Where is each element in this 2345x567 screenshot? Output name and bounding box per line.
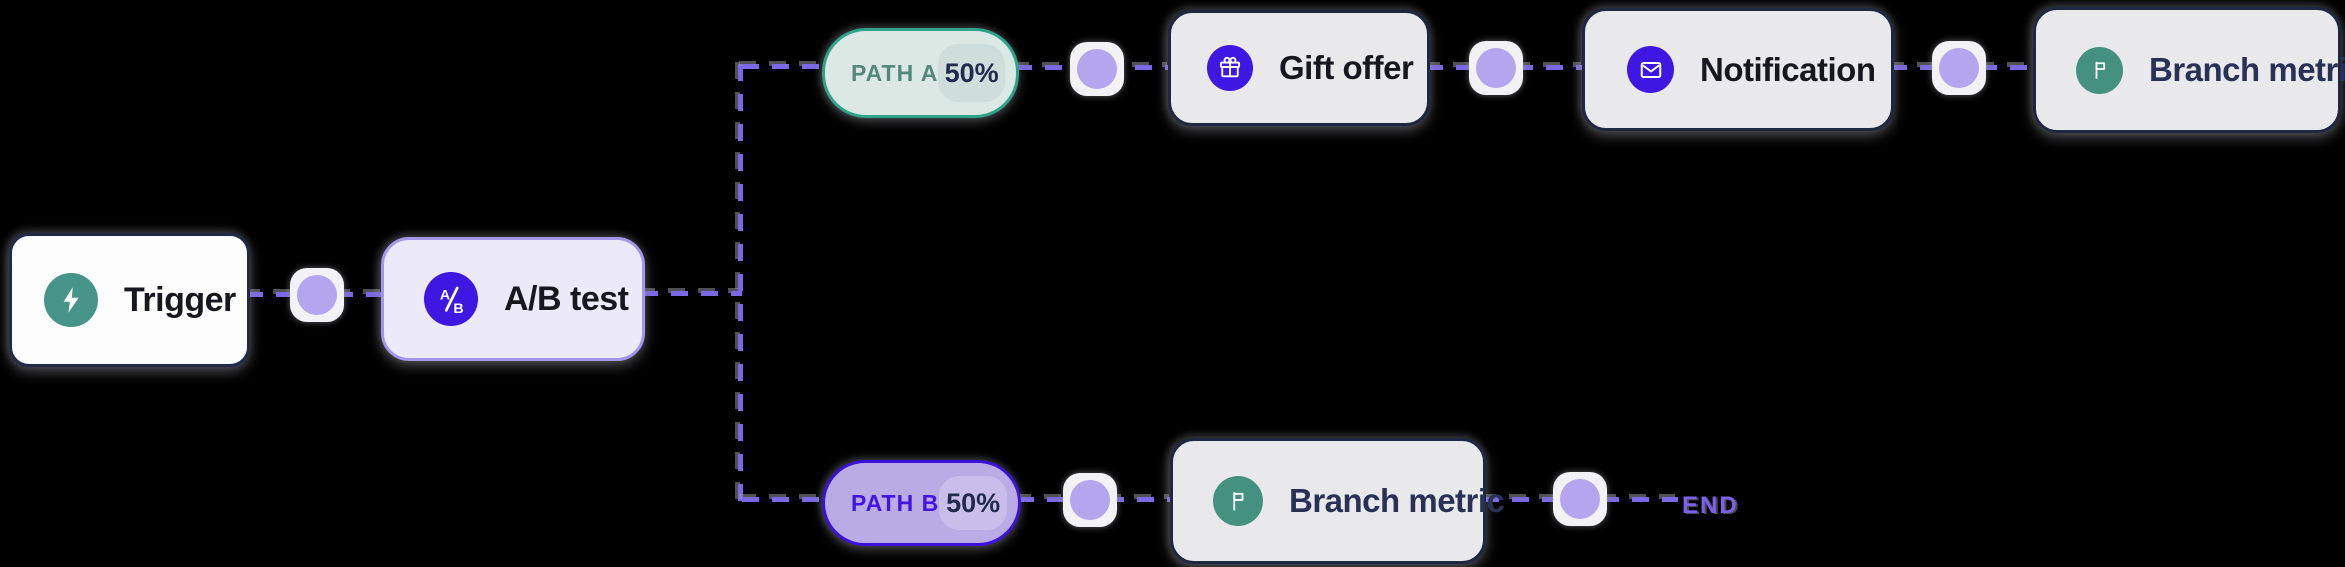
flag-icon [2076,46,2123,94]
node-trigger[interactable]: Trigger [9,233,250,367]
branch-badge-path-a[interactable]: PATH A 50% [822,28,1019,118]
node-label: Notification [1700,50,1876,88]
add-step-dot-core [1077,49,1117,89]
split-percentage-chip: 50% [938,44,1005,102]
end-marker: END [1682,492,1739,519]
connector-split-pathb [742,497,824,502]
add-step-dot[interactable] [290,268,344,322]
lightning-icon [44,273,98,327]
add-step-dot[interactable] [1932,41,1986,95]
node-label: A/B test [504,279,629,318]
split-percentage-chip: 50% [939,476,1007,530]
gift-icon [1207,45,1253,91]
node-branch-metric-a[interactable]: Branch metric [2033,7,2345,133]
connector-abtest-split [641,291,742,296]
node-notification[interactable]: Notification [1582,8,1894,131]
add-step-dot[interactable] [1553,472,1607,526]
ab-split-icon: A B [424,272,478,326]
node-branch-metric-b[interactable]: Branch metric [1170,438,1505,564]
node-label: Gift offer [1279,49,1414,86]
branch-label: PATH A [851,59,939,86]
node-label: Branch metric [1289,482,1505,519]
svg-text:A: A [440,287,450,303]
add-step-dot-core [1560,479,1600,519]
add-step-dot-core [1476,48,1516,88]
connector-split-patha [742,64,824,69]
node-label: Trigger [124,280,236,319]
add-step-dot[interactable] [1070,42,1124,96]
connector-split-vertical [738,64,743,502]
node-label: Branch metric [2149,51,2345,88]
envelope-icon [1627,46,1674,93]
add-step-dot[interactable] [1063,473,1117,527]
flag-icon [1213,476,1263,526]
add-step-dot[interactable] [1469,41,1523,95]
branch-label: PATH B [851,489,940,516]
svg-text:B: B [453,301,463,317]
branch-badge-path-b[interactable]: PATH B 50% [822,460,1021,546]
node-gift-offer[interactable]: Gift offer [1168,10,1430,126]
node-ab-test[interactable]: A B A/B test [381,237,645,361]
add-step-dot-core [1070,480,1110,520]
add-step-dot-core [297,275,337,315]
add-step-dot-core [1939,48,1979,88]
